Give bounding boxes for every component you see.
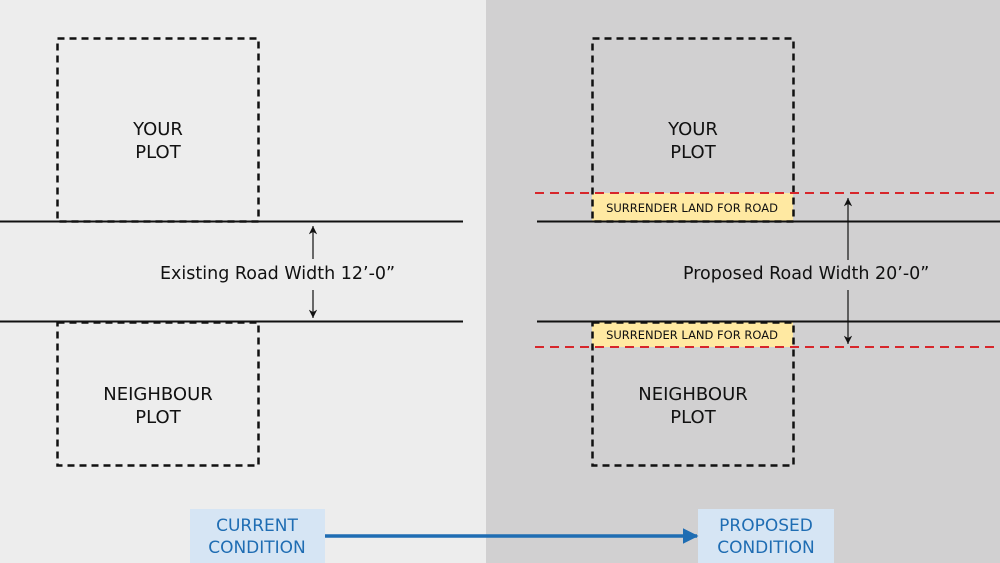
proposed-condition-label: CONDITION: [717, 538, 815, 558]
surrender-land-label: SURRENDER LAND FOR ROAD: [606, 328, 778, 342]
neighbour-plot-label: PLOT: [135, 407, 181, 428]
existing-road-width-label: Existing Road Width 12’-0”: [160, 264, 395, 284]
proposed-road-width-label: Proposed Road Width 20’-0”: [683, 264, 929, 284]
proposed-condition-label: PROPOSED: [719, 516, 813, 536]
proposed-condition-panel: [486, 0, 1000, 563]
your-plot-label: YOUR: [132, 119, 183, 140]
neighbour-plot-label: NEIGHBOUR: [638, 384, 748, 405]
current-condition-label: CONDITION: [208, 538, 306, 558]
current-condition-label: CURRENT: [216, 516, 298, 536]
neighbour-plot-label: PLOT: [670, 407, 716, 428]
your-plot-label: YOUR: [667, 119, 718, 140]
current-condition-box: [190, 509, 325, 563]
your-plot-label: PLOT: [670, 142, 716, 163]
proposed-condition-box: [698, 509, 834, 563]
surrender-land-strip-top: [592, 193, 793, 221]
surrender-land-label: SURRENDER LAND FOR ROAD: [606, 201, 778, 215]
neighbour-plot-label: NEIGHBOUR: [103, 384, 213, 405]
your-plot-label: PLOT: [135, 142, 181, 163]
surrender-land-strip-bottom: [592, 322, 793, 347]
current-condition-panel: [0, 0, 486, 563]
